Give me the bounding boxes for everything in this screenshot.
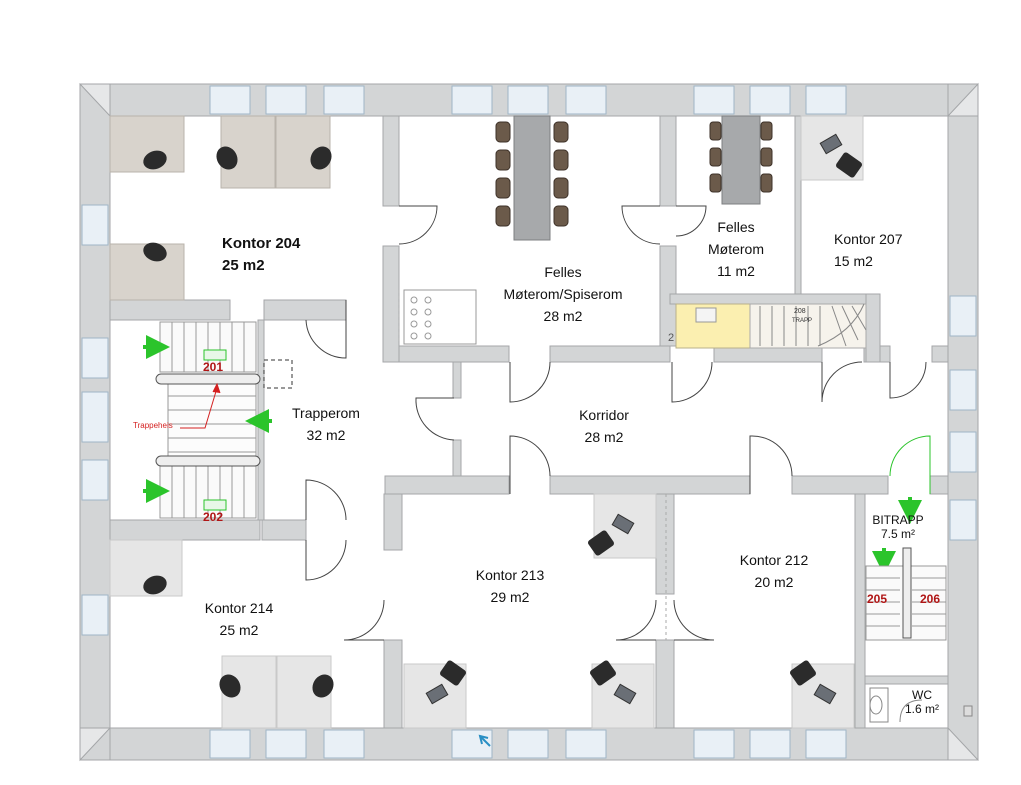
entrance-arrow	[478, 734, 491, 747]
room-name-line2: Møterom/Spiserom	[503, 286, 623, 302]
windows-left	[81, 204, 109, 636]
bitrapp-stairs	[865, 547, 947, 641]
room-kontor207-label: Kontor 207 15 m2	[834, 228, 903, 272]
trappeheis-label: Trappeheis	[133, 421, 173, 430]
room-kontor204-label: Kontor 204 25 m2	[222, 233, 300, 277]
room-area: 11 m2	[717, 263, 755, 279]
room-area: 15 m2	[834, 253, 873, 269]
room-area: 1.6 m²	[904, 702, 939, 716]
room-name: Trapperom	[292, 405, 360, 421]
room-wc-label: WC 1.6 m²	[894, 688, 950, 716]
room-area: 28 m2	[543, 308, 583, 324]
room-area: 32 m2	[306, 427, 346, 443]
room-name-line1: Felles	[544, 264, 582, 280]
monitors	[425, 133, 843, 705]
conference-tables	[513, 115, 761, 241]
room-name: Kontor 214	[204, 600, 274, 616]
stair-number-206: 206	[920, 592, 941, 606]
stair-number-202: 202	[203, 510, 224, 524]
room-name-line1: Felles	[717, 219, 755, 235]
marker-2: 2	[668, 332, 675, 344]
room-area: 20 m2	[754, 574, 794, 590]
kitchen-counter	[675, 303, 751, 349]
room-area: 25 m2	[219, 622, 259, 638]
windows-bottom	[209, 729, 847, 759]
room-moterom-spiserom-label: Felles Møterom/Spiserom 28 m2	[488, 261, 638, 327]
room-area: 25 m2	[222, 257, 265, 274]
doors	[305, 205, 931, 641]
room-name: WC	[912, 688, 932, 702]
room-name-line2: Møterom	[708, 241, 764, 257]
room-name: Kontor 207	[834, 231, 903, 247]
wc-fixtures	[869, 687, 973, 723]
kitchen-stove	[403, 289, 717, 345]
conference-chairs	[495, 121, 773, 227]
room-name: Korridor	[579, 407, 629, 423]
green-arrows	[143, 335, 922, 575]
stair-208-number: 208	[794, 308, 806, 315]
room-name: Kontor 212	[739, 552, 809, 568]
room-kontor213-label: Kontor 213 29 m2	[460, 564, 560, 608]
office-chairs	[143, 146, 862, 698]
room-area: 28 m2	[584, 429, 624, 445]
stair-208-lines	[759, 303, 867, 347]
room-area: 7.5 m²	[880, 527, 915, 541]
room-area: 29 m2	[490, 589, 530, 605]
room-moterom-small-label: Felles Møterom 11 m2	[686, 216, 786, 282]
room-name: Kontor 213	[475, 567, 545, 583]
room-name: Kontor 204	[222, 235, 301, 252]
stair-number-205: 205	[867, 592, 888, 606]
exit-signs	[203, 349, 943, 592]
room-korridor-label: Korridor 28 m2	[554, 404, 654, 448]
room-trapperom-label: Trapperom 32 m2	[276, 402, 376, 446]
windows-right	[949, 295, 977, 541]
room-kontor212-label: Kontor 212 20 m2	[724, 549, 824, 593]
room-bitrapp-label: BITRAPP 7.5 m²	[862, 513, 934, 541]
stair-number-201: 201	[203, 360, 224, 374]
windows-top	[209, 85, 847, 115]
main-staircase	[155, 321, 293, 519]
stair-208-trapp: TRAPP	[792, 318, 813, 324]
room-name: BITRAPP	[872, 513, 924, 527]
room-kontor214-label: Kontor 214 25 m2	[189, 597, 289, 641]
trappeheis-arrow	[180, 382, 221, 429]
